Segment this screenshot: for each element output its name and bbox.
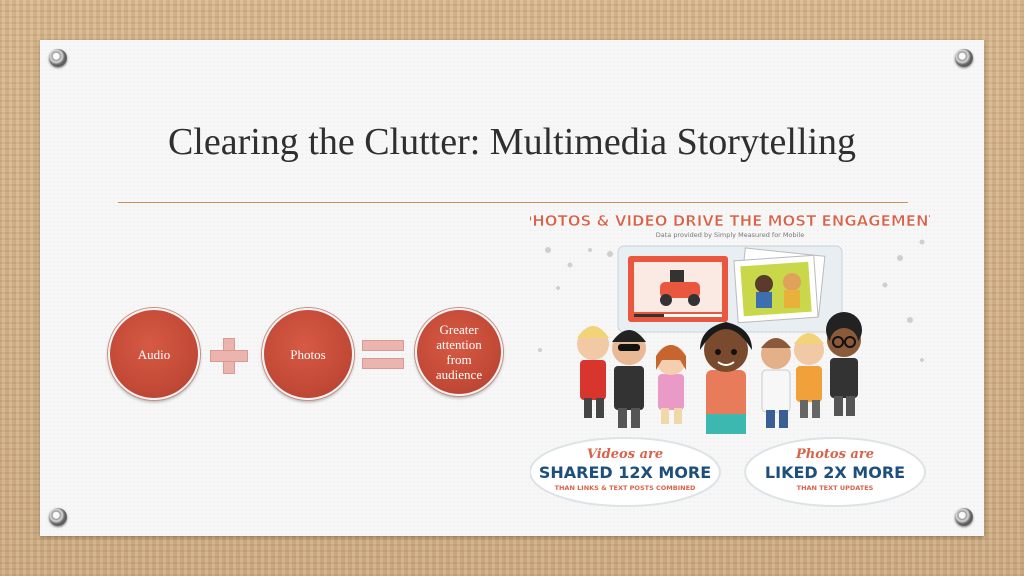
result-circle: Greater attention from audience xyxy=(415,308,503,396)
slide-title: Clearing the Clutter: Multimedia Storyte… xyxy=(167,121,857,163)
result-label: Greater attention from audience xyxy=(435,322,483,382)
infographic-illustration: PHOTOS & VIDEO DRIVE THE MOST ENGAGEMENT… xyxy=(521,212,940,507)
engagement-infographic: PHOTOS & VIDEO DRIVE THE MOST ENGAGEMENT… xyxy=(521,210,940,510)
audio-circle: Audio xyxy=(108,308,200,400)
photos-liked-badge: Photos are LIKED 2X MORE THAN TEXT UPDAT… xyxy=(744,437,926,507)
photos-label: Photos xyxy=(290,346,326,362)
plus-icon xyxy=(210,338,248,374)
videos-badge-main: SHARED 12X MORE xyxy=(539,463,711,482)
videos-badge-sub: THAN LINKS & TEXT POSTS COMBINED xyxy=(555,484,696,492)
photos-badge-main: LIKED 2X MORE xyxy=(765,463,905,482)
infographic-source: Data provided by Simply Measured for Mob… xyxy=(656,231,804,239)
title-divider xyxy=(118,202,908,203)
slide: Clearing the Clutter: Multimedia Storyte… xyxy=(40,40,984,536)
pushpin-top-left xyxy=(49,49,67,67)
photos-badge-script: Photos are xyxy=(795,447,874,462)
photos-circle: Photos xyxy=(262,308,354,400)
pushpin-bottom-right xyxy=(955,508,973,526)
pushpin-top-right xyxy=(955,49,973,67)
equals-icon xyxy=(362,338,404,372)
crowd-characters xyxy=(577,312,862,434)
audio-label: Audio xyxy=(137,346,171,362)
infographic-headline: PHOTOS & VIDEO DRIVE THE MOST ENGAGEMENT xyxy=(530,212,930,230)
videos-badge-script: Videos are xyxy=(587,447,663,462)
confetti-decoration xyxy=(538,239,925,362)
videos-shared-badge: Videos are SHARED 12X MORE THAN LINKS & … xyxy=(529,437,721,507)
photos-badge-sub: THAN TEXT UPDATES xyxy=(797,484,874,492)
pushpin-bottom-left xyxy=(49,508,67,526)
